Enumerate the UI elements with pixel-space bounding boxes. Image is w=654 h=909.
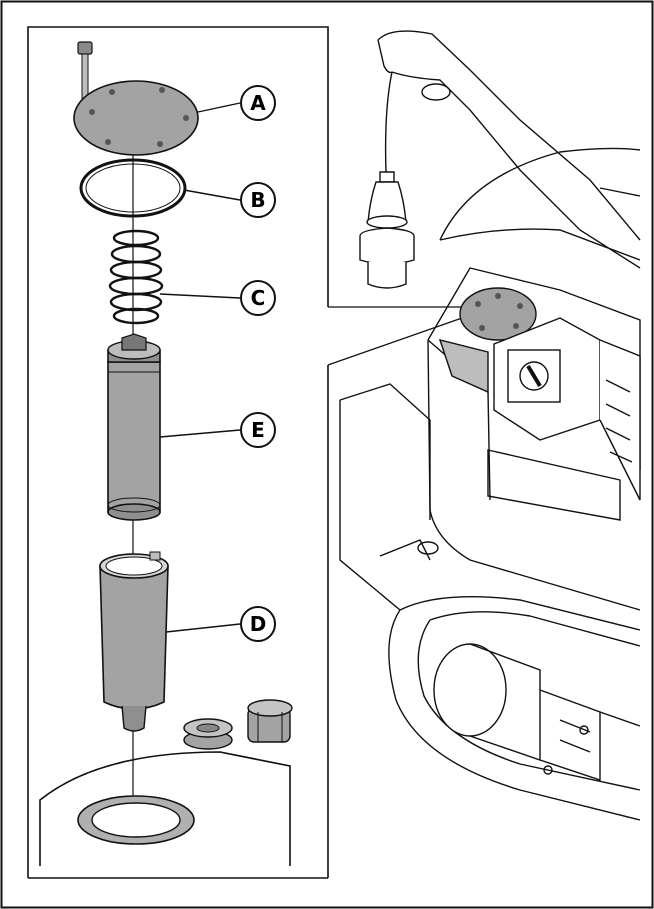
handle-knob [421, 83, 451, 101]
side-panel [599, 339, 641, 501]
hood-line [599, 187, 641, 197]
side-panel-detail [605, 379, 633, 463]
probe-rim [366, 215, 408, 229]
spring-part [108, 229, 164, 325]
leader-a [197, 102, 241, 113]
drive-housing [469, 643, 541, 761]
probe-connector [379, 171, 395, 183]
motor-block [539, 689, 601, 781]
callout-b-label: B [250, 188, 265, 212]
cover-plate-part [73, 80, 199, 156]
track-top-inner [429, 611, 641, 647]
motor-bolt-1 [579, 725, 589, 735]
handle-bar-top [377, 30, 641, 241]
cap-part [183, 718, 233, 750]
callout-d-label: D [250, 612, 267, 636]
bolt-part [77, 41, 93, 101]
callout-d: D [240, 606, 276, 642]
leader-d [165, 623, 241, 633]
hood-top [439, 147, 641, 241]
o-ring-part [79, 158, 187, 218]
hood-bottom [439, 228, 641, 261]
drive-wheel [433, 643, 507, 737]
filter-element-part [107, 333, 161, 521]
motor-detail [559, 719, 591, 753]
track-top [399, 595, 641, 631]
front-panel-slot [487, 449, 621, 521]
track-inner [417, 619, 641, 791]
exploded-view-inset: A B C E D [27, 26, 463, 879]
filter-housing-part [99, 551, 169, 732]
handle-bar-bottom [391, 71, 641, 269]
probe-cable [384, 71, 393, 173]
track-outer [388, 609, 641, 821]
switch-handle [526, 364, 542, 388]
callout-e-label: E [251, 418, 265, 442]
chassis-left-lower [339, 400, 401, 611]
leader-c [159, 293, 241, 299]
leader-lines [159, 102, 241, 633]
machine-illustration [339, 30, 641, 821]
chassis-left [339, 383, 431, 520]
callout-a-label: A [250, 91, 266, 115]
handle-end [377, 39, 393, 74]
leader-e [159, 429, 241, 438]
probe-tip [367, 262, 407, 289]
callout-a: A [240, 85, 276, 121]
leader-b [183, 189, 241, 201]
zoom-line-bottom [327, 317, 463, 366]
motor-bolt-2 [543, 765, 553, 775]
inset-frame [27, 26, 329, 878]
probe-head [359, 227, 415, 265]
chassis-bolt [417, 541, 439, 555]
motor-edge [599, 711, 641, 727]
callout-c-label: C [251, 286, 266, 310]
callout-b: B [240, 182, 276, 218]
cover-shadow [438, 339, 489, 394]
plug-part [247, 699, 293, 743]
tank-part [39, 751, 291, 866]
callout-c: C [240, 280, 276, 316]
callout-e: E [240, 412, 276, 448]
